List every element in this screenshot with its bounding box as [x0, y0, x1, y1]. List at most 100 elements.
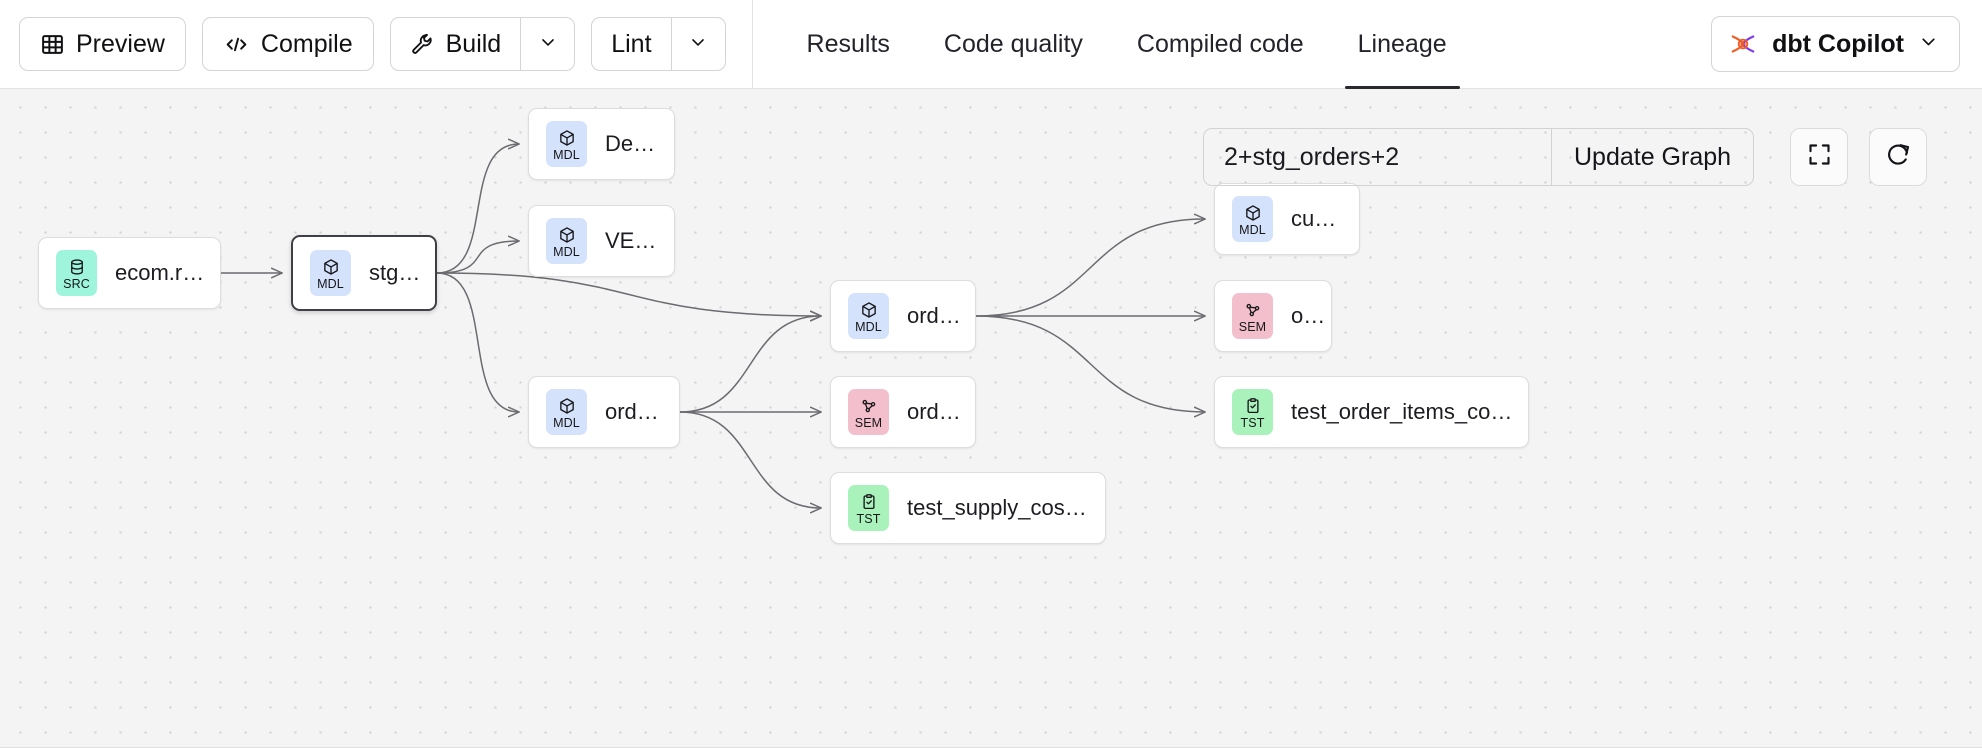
lineage-node-src_raw_orders[interactable]: SRC ecom.raw_orders	[38, 237, 221, 309]
build-split-button: Build	[389, 17, 576, 71]
tab-results[interactable]: Results	[780, 0, 917, 89]
cube-icon	[322, 257, 340, 277]
lineage-node-test_order_items[interactable]: TST test_order_items_compute_to_bools_c…	[1214, 376, 1529, 448]
lineage-node-ve_demo[interactable]: MDL VE_Demo	[528, 205, 675, 277]
semantic-icon	[860, 396, 878, 416]
node-label: test_order_items_compute_to_bools_c…	[1291, 399, 1528, 424]
semantic-icon	[1244, 300, 1262, 320]
node-type-label: MDL	[553, 415, 580, 430]
lint-split-button: Lint	[591, 17, 726, 71]
cube-icon	[558, 396, 576, 416]
node-type-label: SEM	[854, 415, 883, 430]
lineage-canvas[interactable]: SRCecom.raw_ordersMDLstg_ordersMDLDemoMD…	[0, 89, 1982, 748]
lineage-node-orders_sem[interactable]: SEM orders	[1214, 280, 1332, 352]
node-label: stg_orders	[369, 260, 435, 285]
wrench-icon	[410, 32, 435, 57]
node-type-badge-tst: TST	[848, 485, 889, 531]
tab-underline	[1344, 85, 1460, 89]
tab-compiled-code-label: Compiled code	[1136, 29, 1304, 58]
graph-controls: Update Graph	[1203, 128, 1755, 186]
code-icon	[223, 32, 250, 57]
top-toolbar: Preview Compile Build	[0, 0, 1982, 89]
lint-dropdown-toggle[interactable]	[670, 18, 725, 70]
refresh-button[interactable]	[1869, 128, 1927, 186]
node-label: orders	[907, 303, 970, 328]
lint-button-label: Lint	[611, 29, 652, 58]
dbt-copilot-label: dbt Copilot	[1772, 29, 1904, 58]
lineage-node-customers[interactable]: MDL customers	[1214, 183, 1360, 255]
refresh-icon	[1885, 141, 1912, 173]
node-label: test_supply_costs_sum_correctly	[907, 495, 1105, 520]
compile-button[interactable]: Compile	[201, 17, 374, 71]
node-label: VE_Demo	[605, 228, 674, 253]
cube-icon	[558, 128, 576, 148]
compile-button-label: Compile	[260, 29, 353, 58]
lineage-edge-order_items-to-orders_mdl	[679, 316, 821, 413]
node-type-badge-mdl: MDL	[546, 389, 587, 435]
build-dropdown-toggle[interactable]	[520, 18, 574, 70]
lineage-node-stg_orders[interactable]: MDL stg_orders	[291, 235, 437, 311]
lineage-node-orders_mdl[interactable]: MDL orders	[830, 280, 976, 352]
fullscreen-icon	[1806, 141, 1833, 173]
toolbar-right-group: dbt Copilot	[1711, 16, 1982, 72]
lineage-node-order_items[interactable]: MDL order_items	[528, 376, 680, 448]
lint-button[interactable]: Lint	[592, 18, 670, 70]
tab-lineage-label: Lineage	[1357, 29, 1447, 58]
node-label: orders	[1291, 303, 1331, 328]
chevron-down-icon	[538, 32, 558, 57]
tab-code-quality-label: Code quality	[943, 29, 1083, 58]
toolbar-left-group: Preview Compile Build	[0, 0, 726, 88]
cube-icon	[558, 225, 576, 245]
tab-compiled-code[interactable]: Compiled code	[1110, 0, 1331, 89]
node-label: Demo	[605, 131, 664, 156]
clipboard-check-icon	[860, 492, 878, 512]
chevron-down-icon	[1918, 30, 1939, 59]
tab-results-label: Results	[806, 29, 890, 58]
node-type-badge-src: SRC	[56, 250, 97, 296]
fit-view-button[interactable]	[1790, 128, 1848, 186]
node-type-label: MDL	[317, 276, 344, 291]
node-type-badge-tst: TST	[1232, 389, 1273, 435]
cube-icon	[1244, 203, 1262, 223]
node-type-badge-mdl: MDL	[546, 218, 587, 264]
lineage-edge-orders_mdl-to-customers	[975, 219, 1205, 317]
lineage-edge-stg_orders-to-orders_mdl	[436, 272, 821, 316]
chevron-down-icon	[688, 32, 708, 57]
dbt-copilot-icon	[1728, 29, 1758, 59]
dbt-copilot-button[interactable]: dbt Copilot	[1711, 16, 1960, 72]
preview-button-label: Preview	[76, 29, 165, 58]
lineage-edge-stg_orders-to-demo	[436, 144, 519, 274]
node-type-badge-mdl: MDL	[310, 250, 351, 296]
preview-button[interactable]: Preview	[19, 17, 186, 71]
lineage-edges	[221, 89, 1982, 748]
lineage-edge-order_items-to-test_supply	[679, 411, 821, 508]
clipboard-check-icon	[1244, 396, 1262, 416]
node-type-label: SEM	[1238, 319, 1267, 334]
node-type-label: TST	[1240, 415, 1265, 430]
node-label: customers	[1291, 206, 1359, 231]
tab-code-quality[interactable]: Code quality	[917, 0, 1110, 89]
node-type-label: SRC	[63, 276, 90, 291]
tab-bar: Results Code quality Compiled code Linea…	[780, 0, 1474, 89]
build-button[interactable]: Build	[391, 18, 521, 70]
update-graph-label: Update Graph	[1574, 142, 1732, 171]
graph-selector-input[interactable]	[1204, 129, 1551, 185]
node-label: ecom.raw_orders	[115, 260, 220, 285]
lineage-edge-orders_mdl-to-test_order_items	[975, 315, 1205, 412]
lineage-node-test_supply[interactable]: TST test_supply_costs_sum_correctly	[830, 472, 1106, 544]
update-graph-button[interactable]: Update Graph	[1551, 129, 1753, 185]
toolbar-divider	[751, 0, 753, 89]
build-button-label: Build	[445, 29, 502, 58]
node-type-badge-mdl: MDL	[1232, 196, 1273, 242]
tab-lineage[interactable]: Lineage	[1331, 0, 1474, 89]
database-icon	[68, 257, 86, 277]
node-type-label: TST	[856, 511, 881, 526]
node-type-label: MDL	[553, 244, 580, 259]
node-type-label: MDL	[855, 319, 882, 334]
node-type-label: MDL	[1239, 222, 1266, 237]
cube-icon	[860, 300, 878, 320]
node-label: order_items	[605, 399, 679, 424]
node-type-badge-mdl: MDL	[848, 293, 889, 339]
